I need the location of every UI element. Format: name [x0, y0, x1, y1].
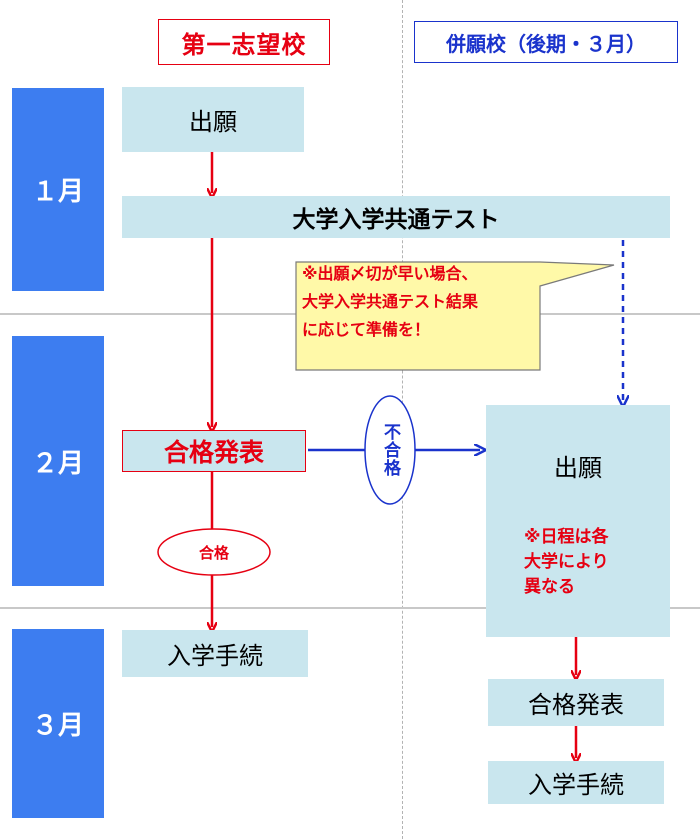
callout-bubble	[295, 261, 615, 371]
second-apply-box: 出願 ※日程は各 大学により 異なる	[486, 405, 670, 637]
schedule-note-line-2: 大学により	[524, 552, 609, 572]
fail-ellipse	[364, 395, 416, 505]
callout-note: ※出願〆切が早い場合、 大学入学共通テスト結果 に応じて準備を！	[302, 260, 528, 370]
fail-label: 不合格	[368, 396, 412, 504]
callout-line-3: に応じて準備を！	[302, 320, 431, 339]
fail-label-text: 不合格	[380, 423, 400, 477]
month-bar-mar: ３月	[12, 629, 104, 818]
common-test-box: 大学入学共通テスト	[122, 196, 670, 238]
second-apply-label: 出願	[554, 453, 602, 482]
first-enroll-box: 入学手続	[122, 630, 308, 677]
header-second-choice: 併願校（後期・３月）	[414, 21, 678, 63]
schedule-note: ※日程は各 大学により 異なる	[524, 525, 654, 600]
month-divider-feb-mar	[0, 607, 700, 609]
schedule-note-line-1: ※日程は各	[524, 527, 609, 547]
pass-label: 合格	[198, 543, 229, 562]
first-result-box: 合格発表	[122, 430, 306, 472]
callout-line-1: ※出願〆切が早い場合、	[302, 264, 478, 283]
pass-ellipse	[157, 528, 271, 576]
first-apply-box: 出願	[122, 87, 304, 152]
month-bar-feb: ２月	[12, 336, 104, 586]
month-bar-jan: １月	[12, 88, 104, 291]
header-first-choice: 第一志望校	[158, 19, 330, 65]
callout-line-2: 大学入学共通テスト結果	[302, 292, 479, 311]
second-enroll-box: 入学手続	[488, 761, 664, 804]
schedule-note-line-3: 異なる	[524, 577, 575, 597]
second-result-box: 合格発表	[488, 679, 664, 726]
